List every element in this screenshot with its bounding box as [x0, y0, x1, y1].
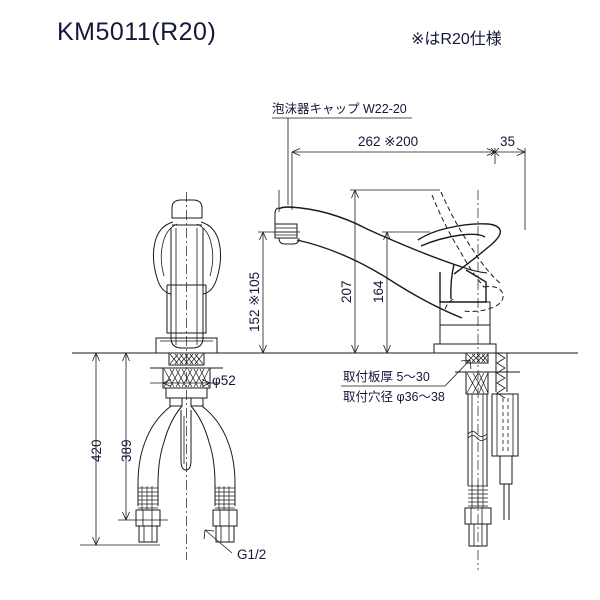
dim-line-389 — [118, 352, 168, 521]
callout-aerator-cap: 泡沫器キャップ W22-20 — [272, 102, 407, 116]
dim-label-207: 207 — [339, 280, 354, 303]
page-title: KM5011(R20) — [57, 18, 217, 46]
dim-label-420: 420 — [89, 439, 104, 462]
dim-line-152 — [258, 231, 300, 354]
callout-inlet-thread: G1/2 — [237, 547, 267, 562]
leader-aerator-cap — [272, 117, 412, 205]
callout-hole-diameter: 取付穴径 φ36〜38 — [343, 390, 445, 404]
dim-label-389: 389 — [119, 439, 134, 462]
leader-g12 — [203, 529, 233, 554]
spec-note: ※はR20仕様 — [411, 31, 502, 48]
dim-label-152: 152 ※105 — [247, 271, 262, 332]
callout-plate-thickness: 取付板厚 5〜30 — [343, 370, 430, 384]
leader-mounting — [341, 359, 472, 387]
dim-line-164 — [382, 231, 430, 354]
dim-line-35 — [490, 147, 526, 230]
callout-base-diameter: φ52 — [212, 373, 236, 388]
dim-line-phi52 — [150, 379, 220, 387]
dim-line-420 — [80, 352, 160, 546]
dim-label-262: 262 ※200 — [358, 134, 419, 149]
dim-label-35: 35 — [500, 134, 516, 149]
dim-line-207 — [350, 189, 440, 354]
dim-line-262 — [291, 148, 496, 210]
dim-label-164: 164 — [371, 280, 386, 303]
